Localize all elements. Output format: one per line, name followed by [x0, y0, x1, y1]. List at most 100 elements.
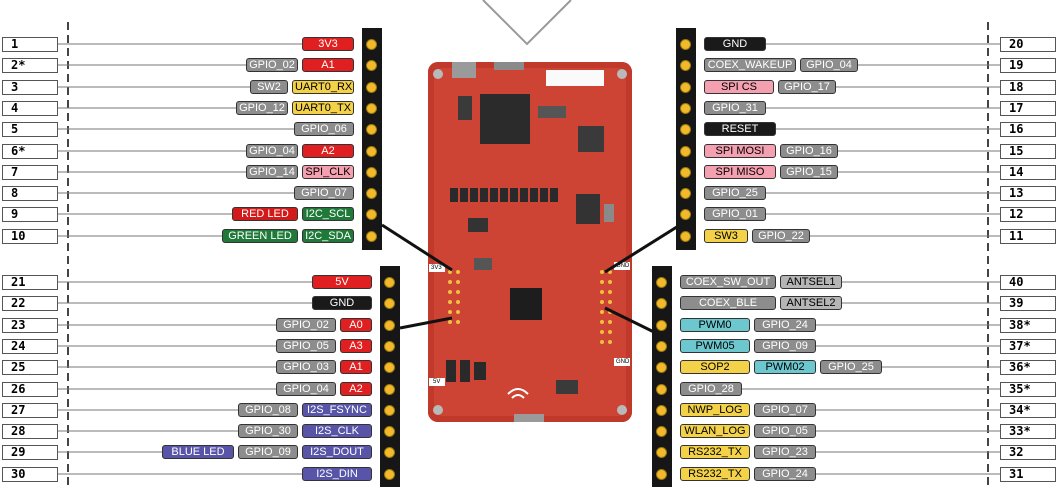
right-pin-number: 40 [1000, 275, 1056, 290]
right-pin-dot [656, 341, 667, 352]
pin-label: A2 [302, 144, 354, 158]
right-pin-dot [656, 384, 667, 395]
silk-5v-label: 5V [433, 379, 441, 385]
left-pin-number: 26 [2, 382, 58, 397]
right-pin-dot [656, 277, 667, 288]
left-pin-number: 9 [2, 207, 58, 222]
silk-5v [429, 378, 445, 386]
silk-gnd-top [614, 262, 630, 270]
left-pin-dot [384, 341, 395, 352]
pin-label: GPIO_04 [246, 144, 298, 158]
pin-label: GPIO_05 [276, 339, 336, 353]
right-pin-number: 37* [1000, 339, 1056, 354]
logo-mark [578, 126, 604, 152]
wifi-chip [510, 288, 542, 320]
right-pin-dot [656, 405, 667, 416]
pin-label: BLUE LED [162, 445, 234, 459]
pin-label: GPIO_07 [754, 403, 816, 417]
pin-label: SPI CS [704, 80, 774, 94]
pin-label: GPIO_08 [238, 403, 298, 417]
pin-label: I2S_DIN [302, 467, 372, 481]
left-pin-number: 2* [2, 58, 58, 73]
right-pin-number: 17 [1000, 101, 1056, 116]
mount-hole [617, 69, 627, 79]
pin-label: I2S_FSYNC [302, 403, 372, 417]
pin-label: A1 [302, 58, 354, 72]
pin-label: SW2 [250, 80, 288, 94]
pin-label: GND [704, 37, 766, 51]
silk-gnd-top-label: GND [616, 263, 630, 269]
left-pin-dot [366, 39, 377, 50]
silk-gnd-bottom-label: GND [616, 359, 630, 365]
pin-label: SPI MISO [704, 165, 776, 179]
right-pin-number: 13 [1000, 186, 1056, 201]
right-pin-dot [656, 426, 667, 437]
pin-label: RS232_TX [680, 445, 750, 459]
pin-label: PWM05 [680, 339, 750, 353]
right-pin-dot [680, 124, 691, 135]
pin-label: GPIO_04 [276, 382, 336, 396]
pin-label: RED LED [232, 207, 298, 221]
pin-label: A1 [340, 360, 372, 374]
pin-label: COEX_WAKEUP [704, 58, 796, 72]
left-pin-dot [366, 167, 377, 178]
chevron-marker [482, 0, 572, 46]
pin-label: GPIO_09 [754, 339, 816, 353]
mount-hole [433, 69, 443, 79]
pin-label: GPIO_31 [704, 101, 766, 115]
left-pin-number: 24 [2, 339, 58, 354]
right-pin-number: 19 [1000, 58, 1056, 73]
right-pin-dot [680, 167, 691, 178]
left-pin-number: 30 [2, 467, 58, 482]
silk-gnd-bottom [614, 358, 630, 366]
right-pin-dot [680, 188, 691, 199]
left-pin-number: 28 [2, 424, 58, 439]
pin-label: SW3 [704, 229, 748, 243]
board-artwork [428, 62, 632, 422]
right-pin-dot [656, 320, 667, 331]
left-pin-number: 8 [2, 186, 58, 201]
pin-label: I2S_DOUT [302, 445, 372, 459]
right-pin-dot [680, 82, 691, 93]
pin-label: GPIO_02 [276, 318, 336, 332]
pin-label: GPIO_14 [246, 165, 298, 179]
pin-label: GPIO_09 [238, 445, 298, 459]
pin-label: PWM0 [680, 318, 750, 332]
right-pin-dot [680, 231, 691, 242]
pin-label: SPI MOSI [704, 144, 776, 158]
pin-label: GPIO_24 [754, 318, 816, 332]
pin-label: A0 [340, 318, 372, 332]
pin-label: UART0_TX [292, 101, 354, 115]
right-pin-number: 18 [1000, 80, 1056, 95]
left-pin-number: 25 [2, 360, 58, 375]
left-pin-dot [366, 124, 377, 135]
right-pin-dot [680, 209, 691, 220]
pin-label: NWP_LOG [680, 403, 750, 417]
pin-label: GPIO_17 [778, 80, 836, 94]
right-pin-number: 12 [1000, 207, 1056, 222]
left-pin-number: 29 [2, 445, 58, 460]
left-pin-dot [384, 298, 395, 309]
pin-label: GPIO_28 [680, 382, 742, 396]
pin-label: GPIO_16 [780, 144, 838, 158]
right-pin-number: 20 [1000, 37, 1056, 52]
pin-label: ANTSEL1 [780, 275, 842, 289]
right-pin-dot [680, 103, 691, 114]
wifi-icon [507, 388, 529, 399]
right-pin-number: 39 [1000, 296, 1056, 311]
right-pin-number: 11 [1000, 229, 1056, 244]
right-pin-dot [680, 39, 691, 50]
right-pin-number: 38* [1000, 318, 1056, 333]
left-pin-number: 4 [2, 101, 58, 116]
right-pin-dot [656, 469, 667, 480]
left-pin-number: 27 [2, 403, 58, 418]
pin-label: GPIO_25 [704, 186, 766, 200]
left-pin-dot [366, 60, 377, 71]
pin-label: GND [312, 296, 372, 310]
pin-label: ANTSEL2 [780, 296, 842, 310]
right-pin-number: 32 [1000, 445, 1056, 460]
left-pin-dot [384, 320, 395, 331]
left-pin-number: 22 [2, 296, 58, 311]
pin-label: I2C_SCL [302, 207, 354, 221]
pin-label: 3V3 [302, 37, 354, 51]
